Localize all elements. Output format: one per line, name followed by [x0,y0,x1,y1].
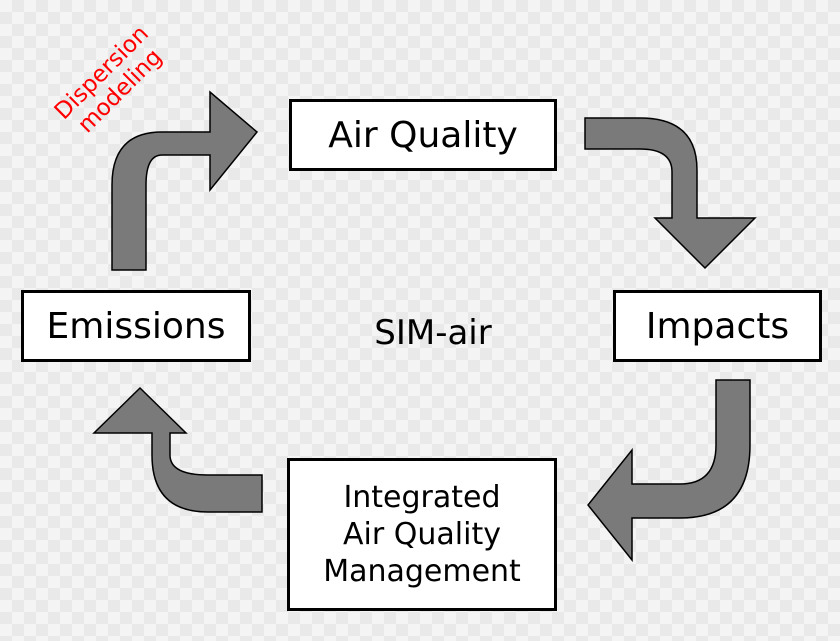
node-air-quality-label: Air Quality [328,114,518,156]
node-air-quality: Air Quality [289,99,557,171]
node-iaqm-line2: Air Quality [343,517,501,552]
node-integrated-air-quality-management: Integrated Air Quality Management [287,458,557,611]
node-iaqm-line1: Integrated [343,480,501,515]
center-label-sim-air: SIM-air [374,313,492,353]
node-iaqm-line3: Management [323,554,521,589]
arrow-air-quality-to-impacts [584,117,757,270]
node-impacts: Impacts [613,290,822,362]
node-impacts-label: Impacts [645,305,790,347]
node-emissions: Emissions [21,290,251,362]
arrow-management-to-emissions [92,386,263,513]
arrow-emissions-to-air-quality [111,90,259,271]
node-emissions-label: Emissions [46,305,226,347]
arrow-impacts-to-management [587,379,751,563]
